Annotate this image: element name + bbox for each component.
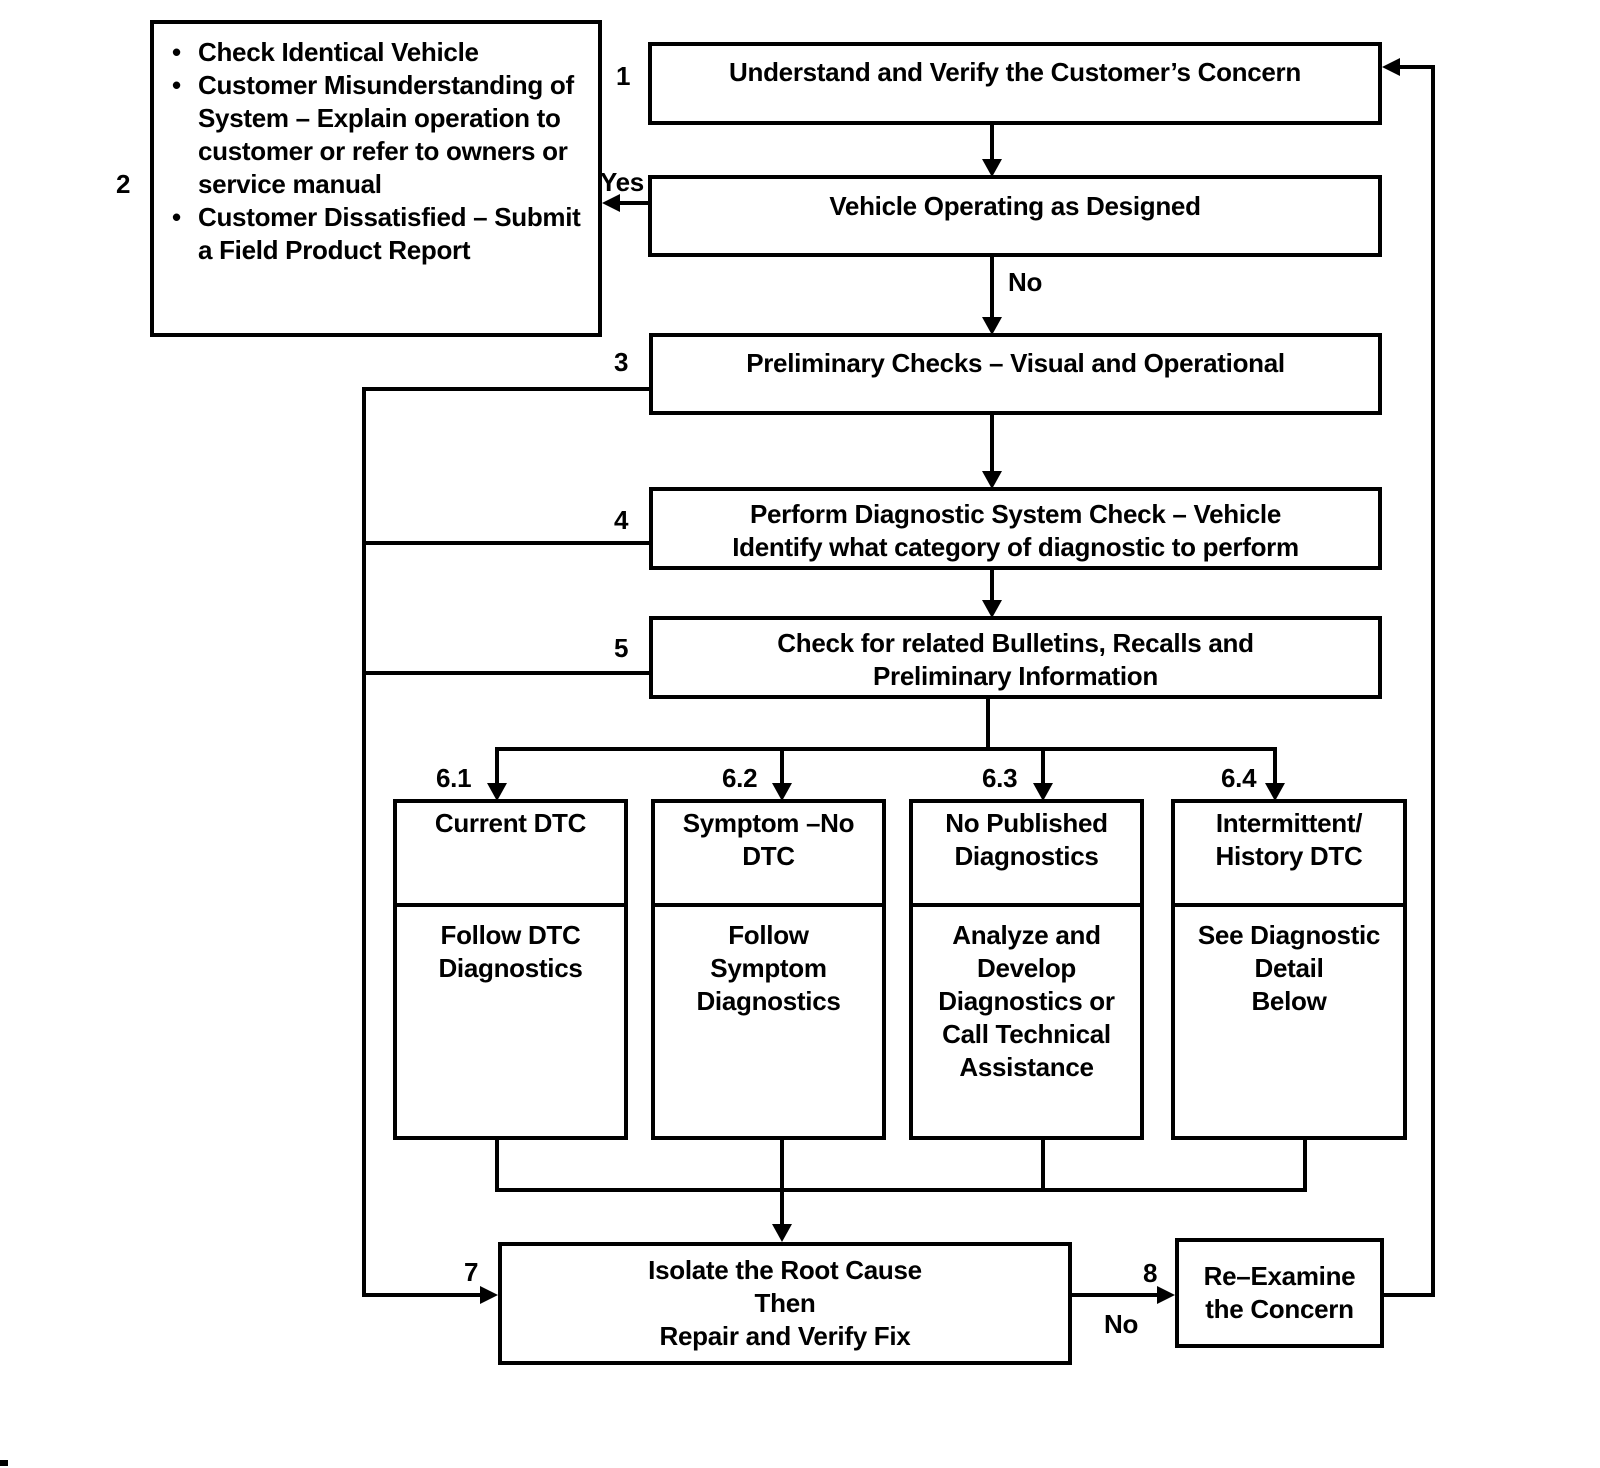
branch-number-6-4: 6.4 (1221, 763, 1257, 793)
arrowhead-feedback-into-step1 (1382, 58, 1400, 76)
connector-collect-6-3 (1041, 1138, 1045, 1192)
decision-box: Vehicle Operating as Designed (648, 175, 1382, 257)
arrowhead-into-step3 (982, 317, 1002, 335)
branch-number-6-1: 6.1 (436, 763, 472, 793)
step-1-label: Understand and Verify the Customer’s Con… (729, 57, 1301, 87)
connector-step1-to-decision (990, 123, 994, 159)
connector-drop-6-4 (1273, 749, 1277, 783)
branch-6-3-box: No Published Diagnostics Analyze and Dev… (909, 799, 1144, 1140)
connector-step5-to-distribution (986, 697, 990, 751)
branch-6-3-action: Analyze and Develop Diagnostics or Call … (913, 907, 1140, 1136)
branch-6-1-condition-label: Current DTC (434, 808, 587, 838)
branch-6-3-condition-label: No Published Diagnostics (945, 808, 1108, 871)
connector-collect-6-2-to-step7 (780, 1138, 784, 1226)
note-list-item: • Customer Misunderstanding of System – … (172, 69, 588, 201)
arrowhead-into-decision (982, 159, 1002, 177)
step-number-8: 8 (1143, 1258, 1158, 1288)
arrowhead-into-6-3 (1033, 783, 1053, 801)
branch-6-2-box: Symptom –No DTC Follow Symptom Diagnosti… (651, 799, 886, 1140)
branch-6-2-action: Follow Symptom Diagnostics (655, 907, 882, 1136)
connector-step7-to-step8 (1072, 1293, 1157, 1297)
note-box-2: • Check Identical Vehicle • Customer Mis… (150, 20, 602, 337)
connector-collect-6-1 (495, 1138, 499, 1192)
scan-artifact-dot (0, 1460, 8, 1466)
arrowhead-into-step4 (982, 471, 1002, 489)
branch-6-4-action: See Diagnostic Detail Below (1175, 907, 1403, 1136)
branch-6-4-box: Intermittent/ History DTC See Diagnostic… (1171, 799, 1407, 1140)
connector-stub-step3 (362, 387, 651, 391)
connector-distribution-line (495, 747, 1277, 751)
step-4-box: Perform Diagnostic System Check – Vehicl… (649, 487, 1382, 570)
step-number-4: 4 (614, 505, 629, 535)
bullet-icon: • (172, 37, 181, 67)
step-8-box: Re–Examine the Concern (1175, 1238, 1384, 1348)
bullet-icon: • (172, 70, 181, 100)
arrowhead-into-6-1 (487, 783, 507, 801)
note-item-text: Customer Misunderstanding of System – Ex… (198, 70, 574, 199)
step-1-box: Understand and Verify the Customer’s Con… (648, 42, 1382, 125)
arrowhead-no-into-step8 (1157, 1286, 1175, 1304)
connector-drop-6-3 (1041, 749, 1045, 783)
connector-collector-line (495, 1188, 1307, 1192)
connector-drop-6-1 (495, 749, 499, 783)
branch-6-1-action: Follow DTC Diagnostics (397, 907, 624, 1136)
arrowhead-into-step5 (982, 600, 1002, 618)
note-list-item: • Check Identical Vehicle (172, 36, 588, 69)
connector-stub-step5 (362, 671, 651, 675)
step-5-label: Check for related Bulletins, Recalls and… (777, 628, 1254, 691)
branch-6-3-condition: No Published Diagnostics (913, 803, 1140, 907)
connector-step3-to-step4 (990, 413, 994, 471)
step-7-label: Isolate the Root Cause Then Repair and V… (648, 1255, 922, 1351)
arrowhead-into-step7-top (772, 1224, 792, 1242)
step-number-2: 2 (116, 169, 131, 199)
decision-label: Vehicle Operating as Designed (829, 191, 1201, 221)
step-number-1: 1 (616, 61, 631, 91)
connector-decision-no-to-step3 (990, 255, 994, 317)
bullet-icon: • (172, 202, 181, 232)
arrowhead-trunk-into-step7 (480, 1286, 498, 1304)
branch-6-4-condition: Intermittent/ History DTC (1175, 803, 1403, 907)
connector-feedback-to-step1 (1398, 65, 1435, 69)
connector-step4-to-step5 (990, 568, 994, 600)
note-item-text: Customer Dissatisfied – Submit a Field P… (198, 202, 581, 265)
connector-drop-6-2 (780, 749, 784, 783)
connector-trunk-to-step7 (362, 1293, 480, 1297)
connector-feedback-vertical (1431, 65, 1435, 1297)
connector-decision-yes (618, 201, 648, 205)
branch-6-1-condition: Current DTC (397, 803, 624, 907)
connector-collect-6-4 (1303, 1138, 1307, 1192)
arrowhead-yes-into-note (602, 194, 620, 212)
step-4-label: Perform Diagnostic System Check – Vehicl… (732, 499, 1299, 562)
branch-6-2-condition-label: Symptom –No DTC (682, 808, 855, 871)
step-number-7: 7 (464, 1257, 479, 1287)
step-3-label: Preliminary Checks – Visual and Operatio… (746, 348, 1285, 378)
note-item-text: Check Identical Vehicle (198, 37, 479, 67)
no-label-bottom: No (1104, 1309, 1139, 1339)
step-3-box: Preliminary Checks – Visual and Operatio… (649, 333, 1382, 415)
branch-6-2-condition: Symptom –No DTC (655, 803, 882, 907)
step-number-5: 5 (614, 633, 629, 663)
branch-6-4-action-label: See Diagnostic Detail Below (1197, 920, 1381, 1016)
arrowhead-into-6-2 (772, 783, 792, 801)
connector-left-trunk (362, 387, 366, 1297)
step-8-label: Re–Examine the Concern (1203, 1261, 1356, 1324)
step-7-box: Isolate the Root Cause Then Repair and V… (498, 1242, 1072, 1365)
step-5-box: Check for related Bulletins, Recalls and… (649, 616, 1382, 699)
no-label-top: No (1008, 267, 1043, 297)
branch-number-6-3: 6.3 (982, 763, 1018, 793)
connector-step8-to-feedback (1382, 1293, 1435, 1297)
note-list-item: • Customer Dissatisfied – Submit a Field… (172, 201, 588, 267)
step-number-3: 3 (614, 347, 629, 377)
branch-number-6-2: 6.2 (722, 763, 758, 793)
connector-stub-step4 (362, 541, 651, 545)
yes-label: Yes (600, 167, 644, 197)
branch-6-3-action-label: Analyze and Develop Diagnostics or Call … (938, 920, 1115, 1082)
branch-6-1-action-label: Follow DTC Diagnostics (438, 920, 583, 983)
arrowhead-into-6-4 (1265, 783, 1285, 801)
branch-6-2-action-label: Follow Symptom Diagnostics (696, 920, 841, 1016)
branch-6-1-box: Current DTC Follow DTC Diagnostics (393, 799, 628, 1140)
branch-6-4-condition-label: Intermittent/ History DTC (1215, 808, 1363, 871)
